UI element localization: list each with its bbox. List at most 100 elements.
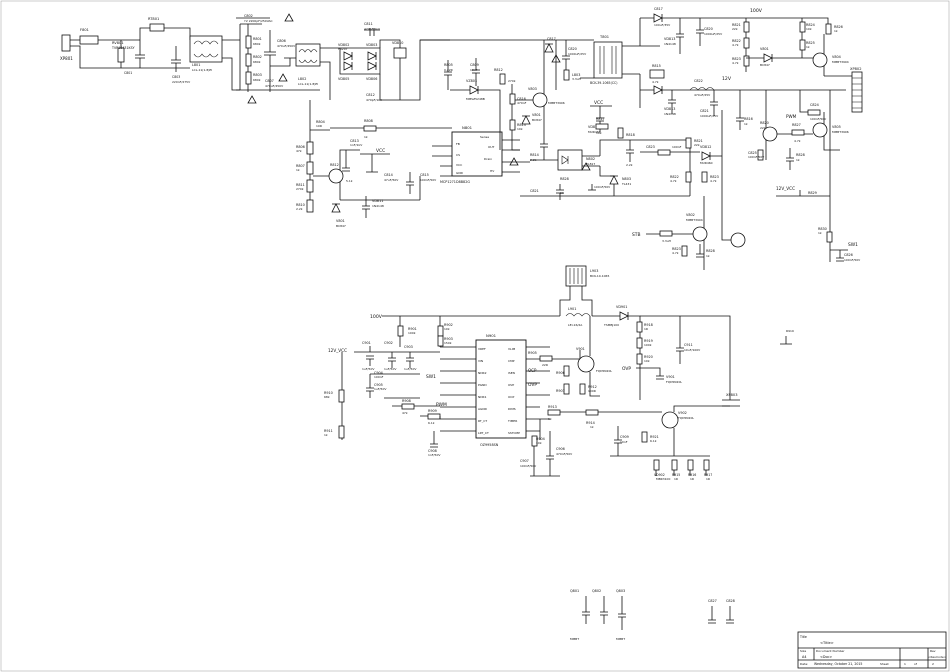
c820b-ref: VD813 [664, 107, 675, 111]
c814-val: 47uF/50V [384, 178, 399, 182]
r824-val: 1k [806, 45, 810, 49]
n901-pin-ocp: OCP [508, 395, 514, 399]
v-stb-val: MMBT3904 [686, 218, 703, 222]
r821-val: 4.7k [732, 43, 739, 47]
xp803-label: XP803 [726, 393, 738, 397]
vz803-ref: V801 [760, 47, 769, 51]
resistor-r918 [703, 459, 710, 471]
c908-ref: C908 [428, 449, 437, 453]
c803-val: 220nF/275V [172, 80, 191, 84]
c815-val: 1N4148 [372, 204, 384, 208]
r821b-val: 4.7k [670, 179, 677, 183]
r913-ref: R913 [548, 405, 557, 409]
c811-val: 470pF/1kV [364, 27, 381, 31]
resistor-r811 [306, 179, 314, 193]
c823-ref: R818 [626, 133, 635, 137]
r912-val: 100R [588, 389, 596, 393]
r811-ref: R811 [296, 183, 305, 187]
size-value: A4 [802, 655, 806, 659]
r814-ref: R813 [517, 123, 526, 127]
v803-val: MMBT3904 [832, 60, 849, 64]
r911-ref: R911 [324, 429, 333, 433]
resistor-r914 [585, 409, 599, 416]
diode-100v [653, 13, 663, 23]
warning-triangle-icon [509, 157, 519, 166]
diode-vd812 [544, 43, 554, 53]
resistor-r816 [649, 69, 665, 79]
r819-ref: C823 [646, 145, 655, 149]
r918-val: 1R [706, 477, 710, 481]
n901-pin-sstcmp: SSTCMP [508, 431, 520, 435]
resistor-r910 [338, 389, 345, 403]
r820-ref: R821 [732, 23, 741, 27]
resistor-feedback-a [617, 127, 624, 139]
n901-pin-isen: ISEN [508, 371, 515, 375]
resistor-r803 [245, 71, 252, 85]
r908-ref: R908 [402, 399, 411, 403]
vd813-val: MUR460 [588, 130, 601, 134]
resistor-r820b [685, 137, 692, 149]
n901-pin-pgnd: PGND [478, 383, 487, 387]
c-stb-val: 1k [706, 254, 710, 258]
rv801-val: TVR10431KSY [111, 46, 135, 50]
xp802-label: XP802 [850, 67, 862, 71]
r911-val: 1k [324, 433, 328, 437]
r909-ref: R909 [428, 409, 437, 413]
r903-ref: R903 [444, 337, 453, 341]
c908-val: 1nF/50V [428, 453, 441, 457]
warning-triangle-icon [284, 13, 294, 22]
resistor-r827 [791, 129, 805, 136]
r815-ref: L803 [572, 73, 580, 77]
r814-val: 10k [517, 127, 523, 131]
r902-val: 10k [444, 327, 450, 331]
r914-val: 1k [590, 425, 594, 429]
title-block-frame [797, 631, 947, 669]
r802-ref: R802 [253, 55, 262, 59]
warning-triangle-icon [581, 162, 591, 171]
c907-val: 100nF/50V [520, 464, 537, 468]
zener-vz803 [763, 53, 773, 63]
vd806-ref: VD806 [366, 77, 377, 81]
c820-val: 1N4148 [664, 42, 676, 46]
net-12v-label: 12V [722, 76, 732, 82]
c801-ref: C801 [124, 71, 132, 75]
n801-pin-vcc: VCC [456, 163, 462, 167]
c901-ref: C901 [362, 341, 371, 345]
r825-val: 1k [834, 29, 838, 33]
c910-ref: C911 [684, 343, 693, 347]
net-pwm-label-top: PWM [786, 114, 797, 119]
c824b-ref: C821 [530, 189, 539, 193]
n801-pin-drain: Drain [484, 157, 492, 161]
l801-ref: L801 [192, 63, 200, 67]
rev-label: Rev [930, 649, 936, 653]
c823-val: 2.2k [626, 163, 633, 167]
r920-val: 100k [644, 343, 652, 347]
v-stb-ref: V802 [686, 213, 695, 217]
net-vcc-label-2: VCC [594, 100, 603, 106]
spare-q3-ref: Q803 [616, 589, 625, 593]
c905-ref: C905 [374, 383, 383, 387]
r824-ref: R825 [806, 41, 815, 45]
r904-ref: R904 [536, 437, 545, 441]
c802-ref: C802 [244, 14, 253, 18]
mosfet-v901 [577, 355, 595, 373]
resistor-r820 [743, 21, 750, 33]
flyback-controller: N801 MCP1271D8B82G FB CS VCC GND Sense O… [296, 37, 612, 228]
choke-l801 [189, 35, 223, 63]
resistor-r814 [509, 119, 516, 131]
title-block: Title <Title> Size A4 Document Number <D… [797, 631, 947, 669]
c902-val: 1uF/50V [384, 367, 397, 371]
r903-val: 150k [444, 341, 452, 345]
c809-ref: C809 [470, 63, 479, 67]
n901-pin-lrtct: LRT_CT [478, 431, 489, 435]
v801-val: 5.1k [346, 179, 353, 183]
net-12v-vcc-label: 12V_VCC [776, 186, 795, 191]
r821b-ref: R822 [670, 175, 679, 179]
l803-ref: C822 [694, 79, 703, 83]
r820b-ref: R821 [694, 139, 703, 143]
r904-val: 10k [536, 441, 542, 445]
vz801-ref: V801 [336, 219, 345, 223]
resistor-r807 [306, 161, 314, 175]
resistor-r810 [306, 199, 314, 213]
n802-ref: N802 [586, 157, 595, 161]
